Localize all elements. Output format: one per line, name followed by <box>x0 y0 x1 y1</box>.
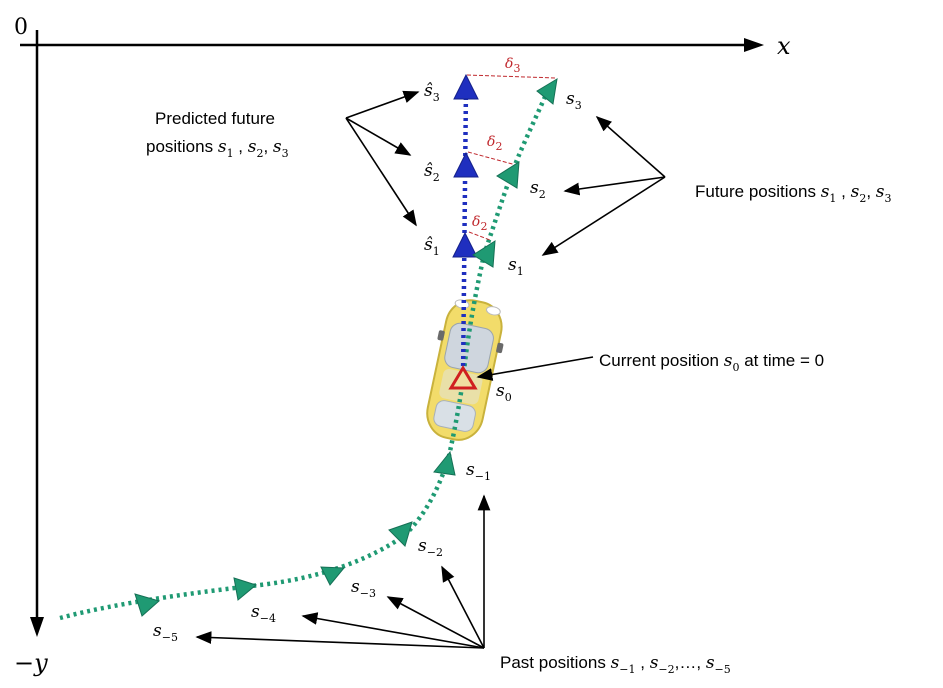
predicted-annotation-line1: Predicted future <box>155 109 275 128</box>
x-axis-arrowhead <box>744 38 764 52</box>
label-s1: s1 <box>508 255 524 278</box>
annotations: Predicted future positions s1 , s2, s3 F… <box>146 109 892 676</box>
arrow-to-s-hat-3 <box>345 90 420 119</box>
past-marker-2 <box>388 521 413 547</box>
delta-labels: δ3 δ2 δ2 <box>472 56 520 233</box>
past-markers <box>134 450 456 617</box>
arrow-to-s2 <box>563 176 666 196</box>
past-trajectory-line <box>59 379 466 621</box>
current-annotation: Current position s0 at time = 0 <box>599 351 824 374</box>
delta-label-3: δ3 <box>505 56 520 75</box>
predicted-annotation-line2: positions s1 , s2, s3 <box>146 137 289 160</box>
x-axis-label: x <box>777 32 791 60</box>
arrow-to-s-minus-2 <box>441 565 485 649</box>
past-marker-5 <box>134 593 161 617</box>
label-s-minus-4: s−4 <box>251 602 276 625</box>
predicted-markers <box>452 73 479 258</box>
label-s-hat-1: ŝ1 <box>424 235 440 258</box>
label-s-minus-3: s−3 <box>351 577 376 600</box>
future-trajectory-line <box>460 89 551 381</box>
label-s3: s3 <box>566 89 582 112</box>
predicted-marker-3 <box>453 73 479 100</box>
axes: 0 x −y <box>14 15 791 677</box>
arrow-to-s-minus-3 <box>386 596 485 649</box>
arrow-to-s0 <box>476 356 594 381</box>
predicted-marker-2 <box>453 151 479 178</box>
arrow-to-s-hat-2 <box>345 117 412 156</box>
past-marker-4 <box>233 577 258 601</box>
pointer-arrows <box>195 90 666 649</box>
arrow-to-s-hat-1 <box>345 117 417 227</box>
past-marker-3 <box>320 566 346 586</box>
label-s-hat-2: ŝ2 <box>424 161 440 184</box>
past-annotation: Past positions s−1 , s−2,…, s−5 <box>500 653 731 676</box>
future-annotation: Future positions s1 , s2, s3 <box>695 182 892 205</box>
past-marker-1 <box>433 450 456 476</box>
delta-connectors <box>466 74 557 241</box>
future-marker-3 <box>536 78 558 105</box>
y-axis-arrowhead <box>30 617 44 637</box>
future-markers <box>472 78 558 268</box>
label-s-minus-1: s−1 <box>466 460 491 483</box>
current-position-marker <box>448 365 478 390</box>
origin-label: 0 <box>14 15 28 40</box>
label-s-minus-2: s−2 <box>418 536 443 559</box>
arrow-to-s3 <box>595 115 666 178</box>
observed-trajectory <box>59 89 551 621</box>
arrow-to-s-minus-4 <box>301 612 485 649</box>
label-s2: s2 <box>530 178 546 201</box>
label-s-hat-3: ŝ3 <box>424 81 440 104</box>
predicted-marker-1 <box>452 231 478 258</box>
arrow-to-s-minus-5 <box>195 631 485 649</box>
delta-label-2: δ2 <box>487 134 502 153</box>
future-marker-1 <box>472 240 496 268</box>
arrow-to-s1 <box>541 176 666 256</box>
future-marker-2 <box>496 161 520 189</box>
delta-label-1: δ2 <box>472 214 487 233</box>
y-axis-label: −y <box>14 649 48 677</box>
label-s0: s0 <box>496 381 512 404</box>
label-s-minus-5: s−5 <box>153 621 178 644</box>
